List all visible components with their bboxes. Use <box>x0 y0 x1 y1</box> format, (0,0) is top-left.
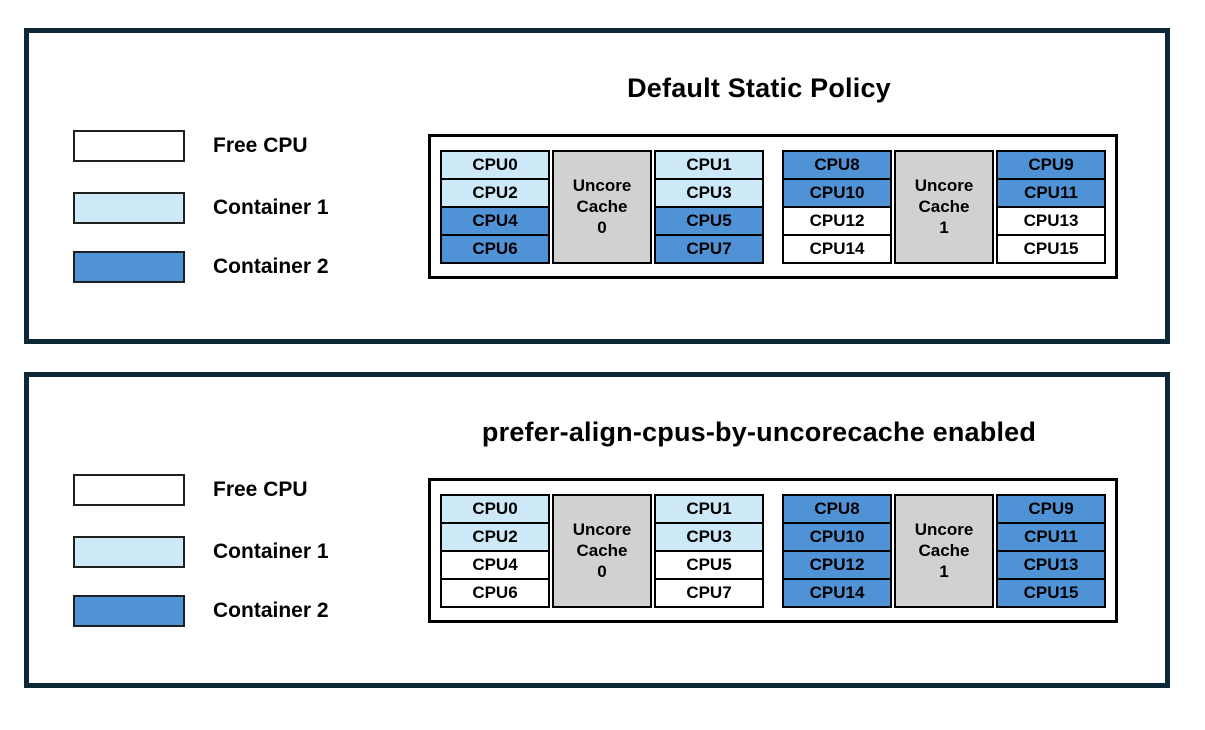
cpu-cell: CPU6 <box>440 577 550 608</box>
cpu-column: CPU0 CPU2 CPU4 CPU6 <box>440 493 550 608</box>
legend-item: Free CPU <box>73 130 308 162</box>
cpu-cell: CPU8 <box>782 149 892 180</box>
policy-panel-default-static: Default Static Policy Free CPU Container… <box>24 28 1170 344</box>
cpu-cell: CPU10 <box>782 177 892 208</box>
legend-swatch-container-2 <box>73 251 185 283</box>
legend-label: Free CPU <box>213 478 308 501</box>
legend-label: Container 2 <box>213 255 329 278</box>
legend-label: Free CPU <box>213 134 308 157</box>
uncore-cache-label: Uncore <box>914 175 974 195</box>
cpu-cell: CPU8 <box>782 493 892 524</box>
cpu-cell: CPU2 <box>440 177 550 208</box>
cpu-cell: CPU11 <box>996 521 1106 552</box>
cpu-cell: CPU5 <box>654 549 764 580</box>
cpu-cell: CPU0 <box>440 149 550 180</box>
cpu-column: CPU0 CPU2 CPU4 CPU6 <box>440 149 550 264</box>
legend-swatch-free-cpu <box>73 130 185 162</box>
cpu-cell: CPU3 <box>654 177 764 208</box>
uncore-cache-label: Cache <box>918 196 970 216</box>
legend-label: Container 1 <box>213 540 329 563</box>
legend-item: Free CPU <box>73 474 308 506</box>
cpu-cell: CPU2 <box>440 521 550 552</box>
legend-item: Container 2 <box>73 595 329 627</box>
cpu-cell: CPU1 <box>654 493 764 524</box>
legend-item: Container 1 <box>73 192 329 224</box>
legend-item: Container 1 <box>73 536 329 568</box>
cpu-topology-diagram: CPU0 CPU2 CPU4 CPU6 Uncore Cache 0 CPU1 … <box>428 478 1118 623</box>
uncore-cache-label: Cache <box>576 540 628 560</box>
legend-swatch-container-2 <box>73 595 185 627</box>
legend-swatch-container-1 <box>73 192 185 224</box>
uncore-cache-box: Uncore Cache 0 <box>552 493 652 608</box>
panel-title: Default Static Policy <box>627 73 891 103</box>
cpu-cell: CPU3 <box>654 521 764 552</box>
cpu-column: CPU9 CPU11 CPU13 CPU15 <box>996 493 1106 608</box>
uncore-cache-label: 1 <box>939 562 949 582</box>
cpu-cell: CPU4 <box>440 549 550 580</box>
legend-item: Container 2 <box>73 251 329 283</box>
uncore-cache-label: Cache <box>576 196 628 216</box>
panel-title: prefer-align-cpus-by-uncorecache enabled <box>481 417 1037 447</box>
legend-swatch-free-cpu <box>73 474 185 506</box>
legend-label: Container 1 <box>213 196 329 219</box>
cpu-column: CPU1 CPU3 CPU5 CPU7 <box>654 149 764 264</box>
uncore-cluster-1: CPU8 CPU10 CPU12 CPU14 Uncore Cache 1 CP… <box>782 149 1106 264</box>
cpu-cell: CPU9 <box>996 493 1106 524</box>
cpu-cell: CPU14 <box>782 233 892 264</box>
cpu-column: CPU1 CPU3 CPU5 CPU7 <box>654 493 764 608</box>
cpu-cell: CPU10 <box>782 521 892 552</box>
cpu-topology-diagram: CPU0 CPU2 CPU4 CPU6 Uncore Cache 0 CPU1 … <box>428 134 1118 279</box>
uncore-cache-label: 1 <box>939 218 949 238</box>
cpu-cell: CPU13 <box>996 549 1106 580</box>
uncore-cache-box: Uncore Cache 1 <box>894 493 994 608</box>
uncore-cache-box: Uncore Cache 1 <box>894 149 994 264</box>
cpu-cell: CPU15 <box>996 233 1106 264</box>
cpu-cell: CPU4 <box>440 205 550 236</box>
cpu-cell: CPU0 <box>440 493 550 524</box>
cpu-column: CPU8 CPU10 CPU12 CPU14 <box>782 149 892 264</box>
uncore-cluster-0: CPU0 CPU2 CPU4 CPU6 Uncore Cache 0 CPU1 … <box>440 149 764 264</box>
uncore-cache-label: Uncore <box>572 175 632 195</box>
cpu-cell: CPU7 <box>654 577 764 608</box>
uncore-cache-label: 0 <box>597 562 607 582</box>
uncore-cache-label: Cache <box>918 540 970 560</box>
legend-label: Container 2 <box>213 599 329 622</box>
uncore-cache-label: Uncore <box>914 519 974 539</box>
cpu-cell: CPU12 <box>782 549 892 580</box>
cpu-cell: CPU13 <box>996 205 1106 236</box>
uncore-cluster-0: CPU0 CPU2 CPU4 CPU6 Uncore Cache 0 CPU1 … <box>440 493 764 608</box>
cpu-cell: CPU15 <box>996 577 1106 608</box>
cpu-cell: CPU5 <box>654 205 764 236</box>
cpu-cell: CPU9 <box>996 149 1106 180</box>
cpu-column: CPU8 CPU10 CPU12 CPU14 <box>782 493 892 608</box>
cpu-cell: CPU6 <box>440 233 550 264</box>
uncore-cache-box: Uncore Cache 0 <box>552 149 652 264</box>
uncore-cluster-1: CPU8 CPU10 CPU12 CPU14 Uncore Cache 1 CP… <box>782 493 1106 608</box>
cpu-cell: CPU7 <box>654 233 764 264</box>
policy-panel-prefer-align-uncorecache: prefer-align-cpus-by-uncorecache enabled… <box>24 372 1170 688</box>
cpu-cell: CPU14 <box>782 577 892 608</box>
cpu-column: CPU9 CPU11 CPU13 CPU15 <box>996 149 1106 264</box>
cpu-cell: CPU1 <box>654 149 764 180</box>
uncore-cache-label: Uncore <box>572 519 632 539</box>
legend-swatch-container-1 <box>73 536 185 568</box>
uncore-cache-label: 0 <box>597 218 607 238</box>
cpu-cell: CPU12 <box>782 205 892 236</box>
cpu-cell: CPU11 <box>996 177 1106 208</box>
